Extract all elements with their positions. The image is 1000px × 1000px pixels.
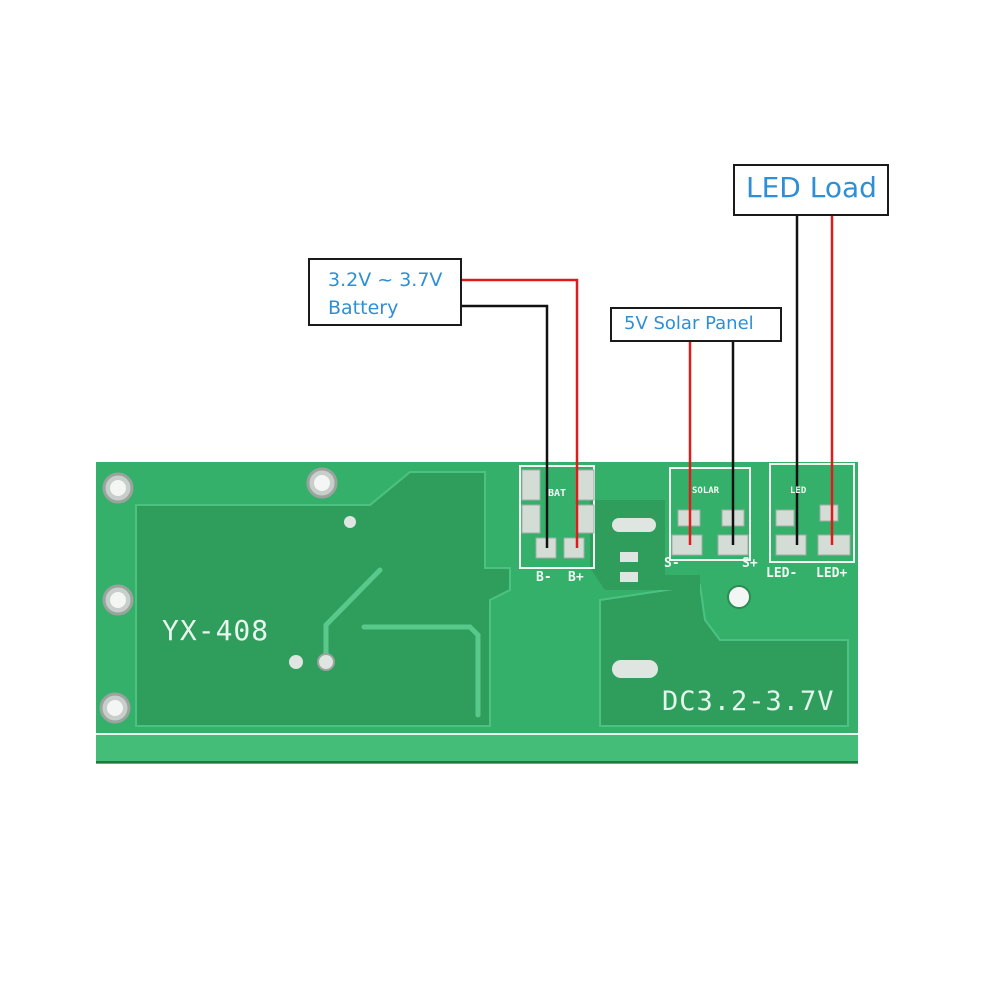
battery-callout: 3.2V ~ 3.7V Battery [308, 258, 462, 326]
solar-label: 5V Solar Panel [624, 313, 754, 334]
pin-led-plus-label: LED+ [816, 566, 848, 581]
silk-solar-label: SOLAR [692, 486, 720, 496]
pcb-traces [323, 567, 481, 718]
battery-label: Battery [328, 297, 399, 319]
battery-black-wire [462, 304, 549, 548]
solar-callout: 5V Solar Panel [610, 307, 782, 342]
led-load-label: LED Load [746, 171, 877, 204]
vias [289, 516, 658, 678]
battery-red-wire [462, 278, 579, 548]
lower-plane [599, 583, 849, 727]
board-edge [96, 734, 858, 764]
wires [462, 216, 834, 548]
battery-voltage-label: 3.2V ~ 3.7V [328, 269, 443, 291]
pin-s-plus-label: S+ [742, 556, 758, 571]
pin-b-plus-label: B+ [568, 570, 584, 585]
connector-pads [521, 469, 851, 559]
ground-plane [135, 471, 511, 727]
mounting-holes [99, 467, 751, 724]
pin-b-minus-label: B- [536, 570, 552, 585]
pin-led-minus-label: LED- [766, 566, 798, 581]
pin-s-minus-label: S- [664, 556, 680, 571]
silk-led-label: LED [790, 486, 807, 496]
board-model-label: YX-408 [162, 614, 270, 647]
board-voltage-label: DC3.2-3.7V [662, 686, 835, 717]
silk-bat-label: BAT [548, 488, 567, 499]
led-callout: LED Load [733, 164, 889, 216]
